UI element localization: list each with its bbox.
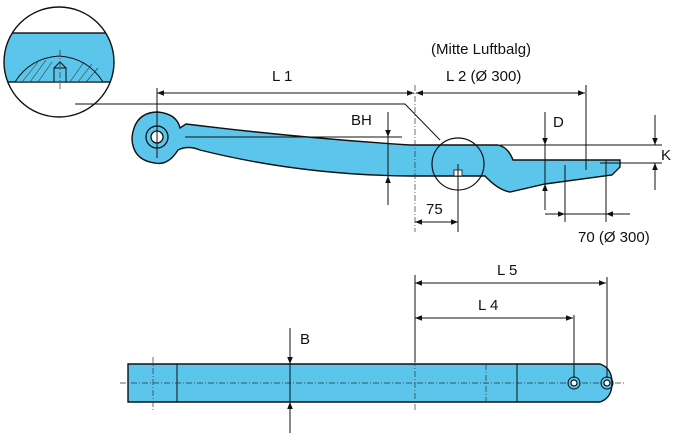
dimension-70-label: 70 (Ø 300) — [578, 229, 650, 246]
top-view — [120, 275, 625, 433]
dimension-l2-label: L 2 (Ø 300) — [446, 68, 521, 85]
dimension-bh-label: BH — [351, 112, 372, 129]
spring-leaf-side — [131, 111, 621, 193]
dimension-75-label: 75 — [426, 201, 443, 218]
side-view — [131, 85, 662, 232]
dimension-b-label: B — [300, 331, 310, 348]
dimension-l1-label: L 1 — [272, 68, 292, 85]
dimension-k-label: K — [661, 147, 671, 164]
dimension-d-label: D — [553, 114, 564, 131]
dimension-l5-label: L 5 — [497, 262, 517, 279]
dimension-l4-label: L 4 — [478, 297, 498, 314]
mitte-luftbalg-note: (Mitte Luftbalg) — [431, 41, 531, 58]
detail-view — [3, 6, 441, 141]
